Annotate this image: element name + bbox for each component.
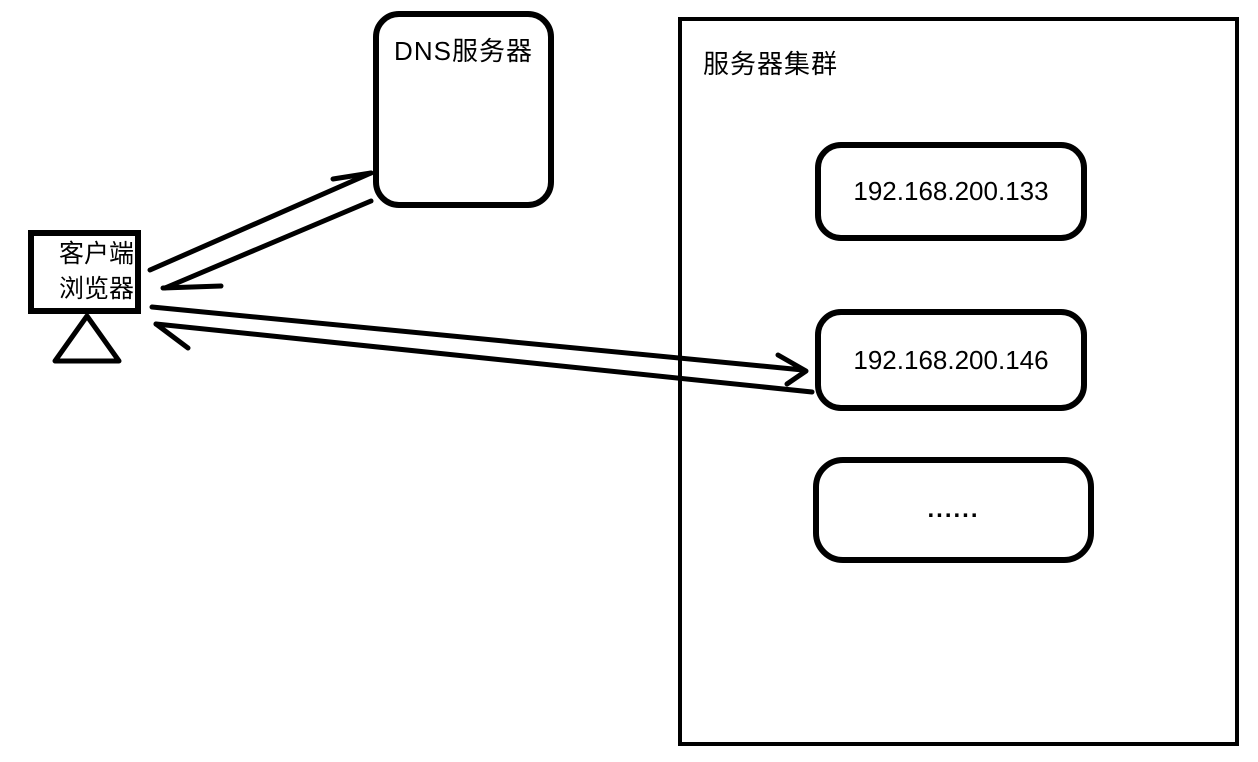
dns-server-box: DNS服务器	[373, 11, 554, 208]
server-node-more: ......	[813, 457, 1094, 563]
client-box: 客户端 浏览器	[28, 230, 141, 314]
dns-server-label: DNS服务器	[394, 36, 533, 66]
server-ellipsis-label: ......	[927, 496, 980, 523]
arrow-client-to-dns	[147, 170, 374, 273]
server-ip-label: 192.168.200.146	[853, 344, 1049, 375]
client-label-line1: 客户端	[58, 240, 134, 268]
client-label-line2: 浏览器	[58, 275, 134, 303]
server-cluster-label: 服务器集群	[703, 49, 839, 79]
server-node-133: 192.168.200.133	[815, 142, 1087, 241]
server-ip-label: 192.168.200.133	[853, 176, 1049, 206]
arrow-dns-to-client	[160, 198, 374, 291]
server-node-146: 192.168.200.146	[815, 309, 1087, 411]
monitor-stand-icon	[52, 313, 122, 364]
